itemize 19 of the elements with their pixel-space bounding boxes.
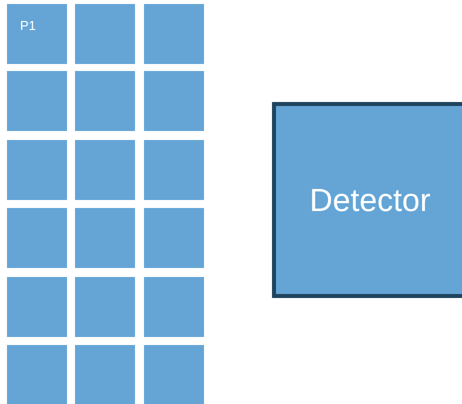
- pixel-square: [75, 277, 135, 337]
- pixel-square: [144, 140, 204, 200]
- pixel-square: [144, 208, 204, 268]
- pixel-square: [7, 140, 67, 200]
- pixel-square: [75, 345, 135, 404]
- pixel-square: [144, 345, 204, 404]
- pixel-square: [75, 71, 135, 131]
- pixel-square: [75, 4, 135, 64]
- pixel-square: [144, 277, 204, 337]
- pixel-square: [7, 208, 67, 268]
- pixel-square: P1: [7, 4, 67, 64]
- pixel-square: [7, 71, 67, 131]
- pixel-square: [7, 345, 67, 404]
- pixel-square: [7, 277, 67, 337]
- pixel-square: [144, 71, 204, 131]
- pixel-square: [75, 208, 135, 268]
- pixel-square: [144, 4, 204, 64]
- detector-box: Detector: [272, 102, 462, 298]
- pixel-square: [75, 140, 135, 200]
